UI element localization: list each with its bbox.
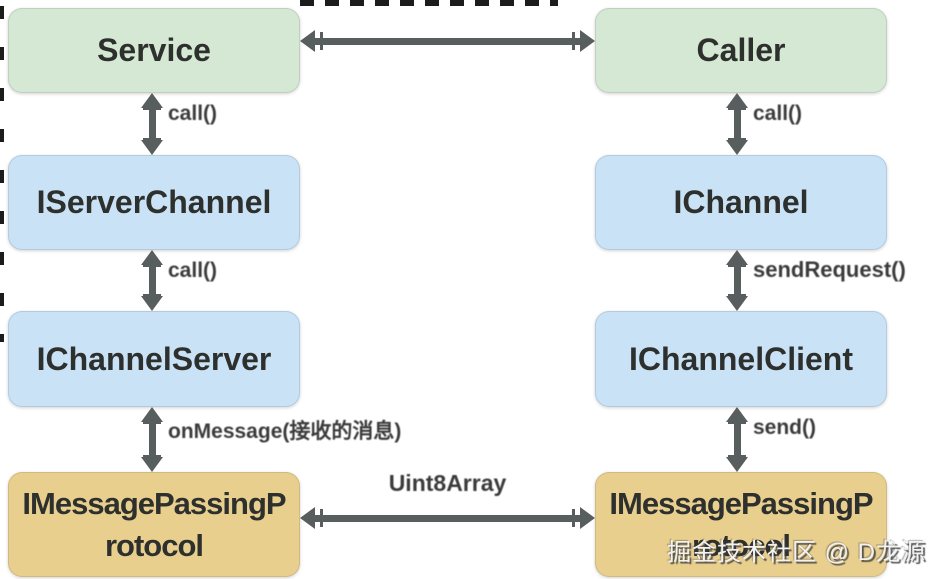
arrow-tick <box>143 107 161 110</box>
arrow-shaft <box>149 99 156 149</box>
arrow-tick <box>728 138 746 141</box>
arrow-ichannelserver-to-iserverchannel: call() <box>141 250 217 311</box>
arrowhead-down-icon <box>141 457 163 472</box>
arrowhead-up-icon <box>726 93 748 108</box>
arrow-tick <box>728 294 746 297</box>
arrow-shaft <box>734 413 741 466</box>
arrowhead-left-icon <box>300 507 315 529</box>
edge-label-sendrequest: sendRequest() <box>753 257 906 282</box>
node-ichannel: IChannel <box>595 155 887 250</box>
arrowhead-down-icon <box>141 140 163 155</box>
arrow-caller-to-ichannel: call() <box>726 93 802 155</box>
arrowhead-down-icon <box>726 140 748 155</box>
arrow-tick <box>572 509 575 527</box>
arrowhead-left-icon <box>300 30 315 52</box>
dashed-border-left-fragment <box>0 6 4 342</box>
node-caller-label: Caller <box>696 32 786 69</box>
arrow-shaft <box>306 515 589 522</box>
arrow-tick <box>320 32 323 50</box>
node-caller: Caller <box>595 8 887 93</box>
arrow-tick <box>143 264 161 267</box>
node-ichannelserver: IChannelServer <box>8 311 300 407</box>
arrow-tick <box>728 455 746 458</box>
arrowhead-up-icon <box>141 250 163 265</box>
arrow-tick <box>143 421 161 424</box>
node-imessagepassingprotocol-right: IMessagePassingP rotocol <box>595 472 887 577</box>
node-imessagepassingprotocol-left: IMessagePassingP rotocol <box>8 472 300 577</box>
arrow-tick <box>320 509 323 527</box>
node-imp-right-label-line1: IMessagePassingP <box>609 485 873 521</box>
arrow-shaft <box>734 256 741 305</box>
arrowhead-up-icon <box>726 250 748 265</box>
arrow-shaft <box>734 99 741 149</box>
node-ichannelclient: IChannelClient <box>595 311 887 407</box>
arrow-ichannel-to-ichannelclient: sendRequest() <box>726 250 906 311</box>
arrow-tick <box>143 138 161 141</box>
arrow-protocol-protocol <box>300 507 595 529</box>
arrowhead-right-icon <box>580 507 595 529</box>
arrow-tick <box>143 294 161 297</box>
arrow-tick <box>728 264 746 267</box>
node-service-label: Service <box>97 32 211 69</box>
arrow-service-caller <box>300 30 595 52</box>
arrowhead-up-icon <box>726 407 748 422</box>
arrowhead-up-icon <box>141 93 163 108</box>
edge-label-call: call() <box>753 102 803 125</box>
node-imp-right-label-line2: rotocol <box>691 527 791 563</box>
arrowhead-down-icon <box>141 296 163 311</box>
arrow-iserverchannel-to-service: call() <box>141 93 217 155</box>
node-ichannelserver-label: IChannelServer <box>36 340 272 377</box>
node-imp-left-label-line1: IMessagePassingP <box>22 485 286 521</box>
arrowhead-right-icon <box>580 30 595 52</box>
arrow-tick <box>728 107 746 110</box>
arrowhead-down-icon <box>726 296 748 311</box>
node-imp-left-label-line2: rotocol <box>104 527 204 563</box>
arrow-tick <box>143 455 161 458</box>
arrow-shaft <box>149 413 156 466</box>
arrow-tick <box>728 421 746 424</box>
watermark-text: 掘金技术社区 @ D龙源 <box>666 539 926 566</box>
edge-label-onmessage: onMessage(接收的消息) <box>168 420 402 443</box>
arrowhead-up-icon <box>141 407 163 422</box>
arrow-shaft <box>306 38 589 45</box>
arrow-shaft <box>149 256 156 305</box>
edge-label-uint8array: Uint8Array <box>388 470 507 496</box>
arrow-tick <box>572 32 575 50</box>
node-iserverchannel-label: IServerChannel <box>36 184 272 221</box>
dashed-border-top-fragment <box>300 0 558 6</box>
node-ichannel-label: IChannel <box>673 184 809 221</box>
arrowhead-down-icon <box>726 457 748 472</box>
edge-label-send: send() <box>753 416 816 439</box>
arrow-protocol-to-ichannelserver: onMessage(接收的消息) <box>141 407 401 472</box>
node-service: Service <box>8 8 300 93</box>
node-ichannelclient-label: IChannelClient <box>628 340 853 377</box>
node-iserverchannel: IServerChannel <box>8 155 300 250</box>
arrow-ichannelclient-to-protocol: send() <box>726 407 816 472</box>
edge-label-call: call() <box>168 102 218 125</box>
edge-label-call: call() <box>168 259 218 282</box>
